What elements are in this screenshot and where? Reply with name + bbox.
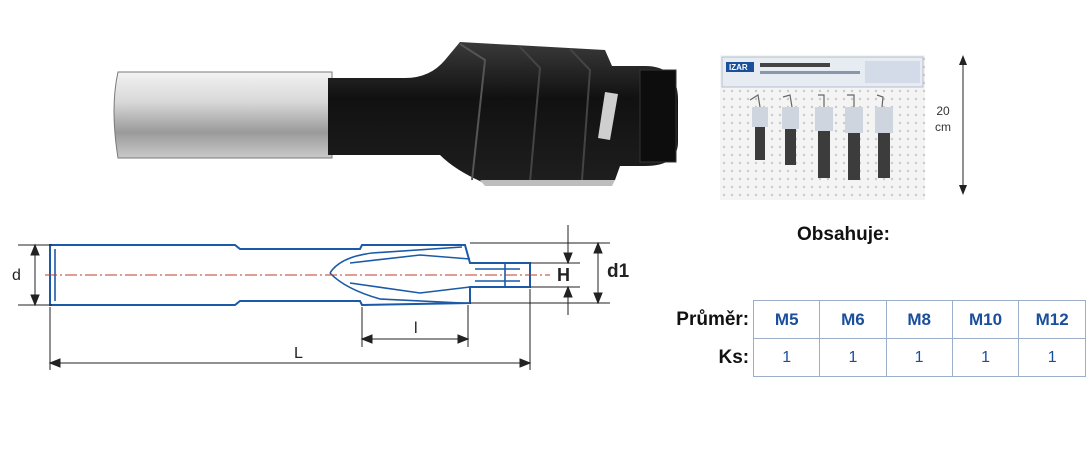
display-board-photo: IZAR [720, 55, 925, 200]
qty-cell: 1 [1018, 338, 1086, 377]
height-arrow [959, 55, 967, 195]
diameter-row: Průměr: M5 M6 M8 M10 M12 [656, 300, 1086, 339]
technical-drawing: d H d1 l L [12, 225, 630, 370]
height-label: 20 cm [928, 103, 958, 135]
qty-label: Ks: [718, 346, 750, 368]
L-label: L [294, 345, 303, 362]
tool-photo [113, 42, 678, 186]
size-cell: M6 [819, 300, 887, 339]
qty-cell: 1 [885, 338, 953, 377]
d-label: d [12, 267, 21, 284]
tool-body [328, 42, 678, 186]
size-cell: M5 [753, 300, 820, 339]
H-label: H [557, 265, 570, 285]
height-value: 20 [936, 104, 950, 118]
contents-title: Obsahuje: [797, 224, 890, 245]
qty-cell: 1 [819, 338, 887, 377]
l-label: l [414, 320, 418, 337]
contents-table: Průměr: M5 M6 M8 M10 M12 Ks: 1 1 1 1 1 [656, 300, 1086, 377]
height-unit: cm [935, 120, 951, 134]
d1-label: d1 [607, 261, 630, 282]
size-cell: M10 [951, 300, 1019, 339]
qty-cell: 1 [951, 338, 1019, 377]
size-cell: M12 [1018, 300, 1086, 339]
size-cell: M8 [885, 300, 953, 339]
shank [113, 71, 333, 159]
display-brand: IZAR [729, 63, 748, 72]
qty-cell: 1 [753, 338, 820, 377]
qty-row: Ks: 1 1 1 1 1 [656, 338, 1086, 377]
diameter-label: Průměr: [676, 308, 750, 330]
